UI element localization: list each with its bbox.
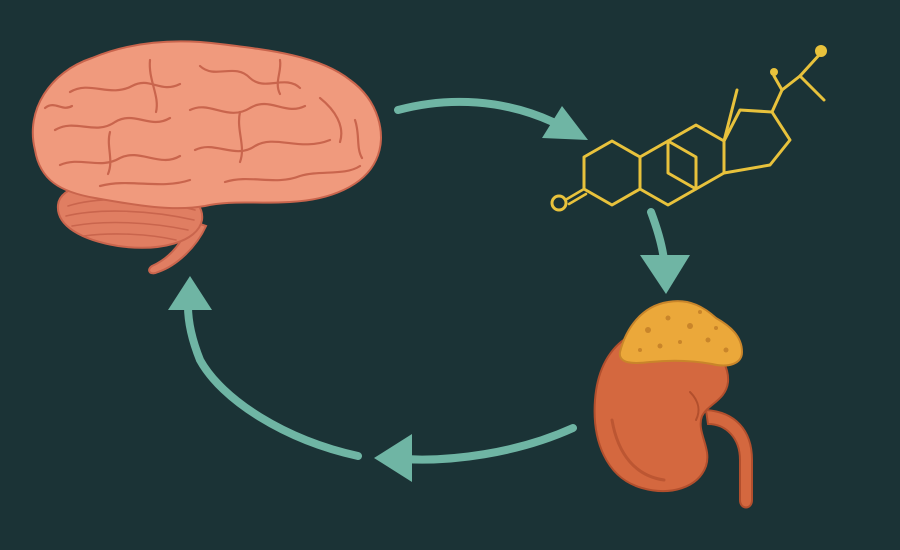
steroid-molecule-icon	[550, 45, 827, 212]
arrow-steroid-to-kidney	[640, 208, 690, 294]
brain-icon	[31, 40, 382, 275]
arrow-kidney-to-brain	[374, 424, 577, 482]
arrow-return-up-to-brain	[168, 276, 362, 460]
kidney-adrenal-gland-icon	[593, 300, 753, 509]
arrow-brain-to-steroid	[394, 97, 588, 140]
